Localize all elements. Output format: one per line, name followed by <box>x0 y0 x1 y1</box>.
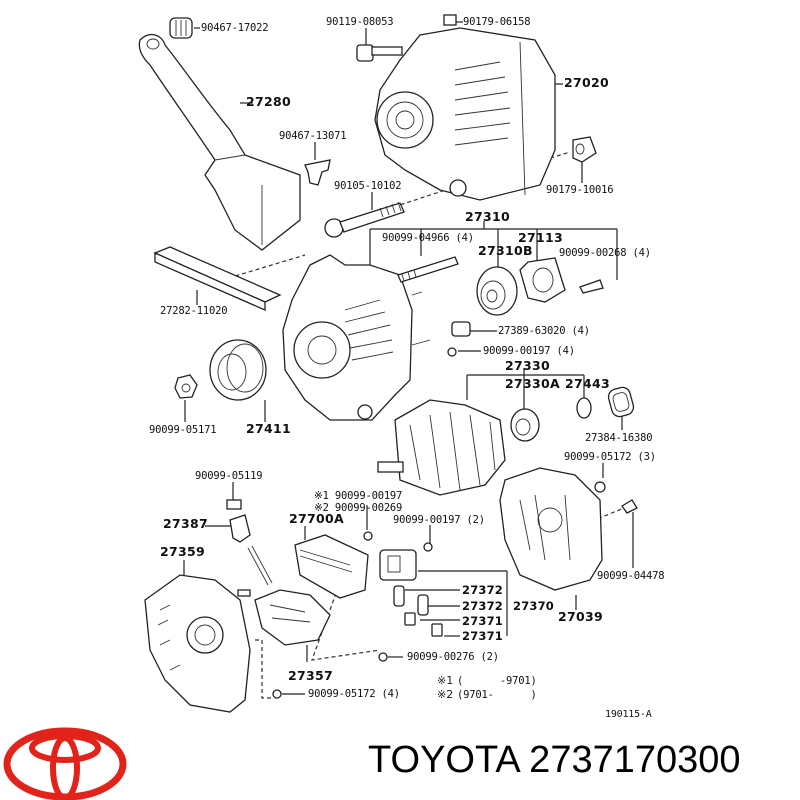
screw-90099-04478 <box>621 499 638 514</box>
insulator-27389-63020 <box>451 321 471 337</box>
exploded-view-illustration <box>138 14 638 713</box>
part-label: 27280 <box>246 94 291 109</box>
part-label: 90099-05171 <box>149 424 217 436</box>
part-label: 27443 <box>565 376 610 391</box>
part-label: 90099-00268 (4) <box>559 247 651 259</box>
rotor-27330 <box>377 399 506 496</box>
screw-90099-00268 <box>579 279 604 294</box>
bolt-90105-10102 <box>324 201 405 238</box>
screw-90099-00197 <box>447 347 457 357</box>
part-label-note2: ※2 90099-00269 <box>314 502 403 514</box>
part-label: 27371 <box>462 629 504 643</box>
brush-holder-27370 <box>379 549 417 581</box>
diagram-reference-code: 190115-A <box>605 709 652 720</box>
nut-90099-05172-3 <box>594 481 606 493</box>
rear-cover-27039 <box>499 467 603 591</box>
part-label: 27039 <box>558 609 603 624</box>
note-range-2: (9701- ) <box>457 689 537 701</box>
part-label: 27282-11020 <box>160 305 228 317</box>
part-label: 90099-05119 <box>195 470 263 482</box>
part-label: 90179-10016 <box>546 184 614 196</box>
nut-90099-05171 <box>174 374 198 399</box>
screw-90099-00197-00269 <box>363 531 373 541</box>
product-title: TOYOTA 2737170300 <box>368 739 741 781</box>
part-label: 27330A <box>505 376 560 391</box>
part-label: 90467-13071 <box>279 130 347 142</box>
part-label: 90179-06158 <box>463 16 531 28</box>
bearing-27310B <box>476 266 518 316</box>
part-label: 90099-04478 <box>597 570 665 582</box>
leader-lines <box>183 21 634 695</box>
part-label-group: 27330 <box>505 358 550 373</box>
springs-27372 <box>393 585 429 616</box>
part-label: 90099-05172 (4) <box>308 688 400 700</box>
bolt-90119-08053 <box>356 44 403 62</box>
part-label: 27700A <box>289 511 344 526</box>
part-label: 90099-00197 (4) <box>483 345 575 357</box>
alternator-assembly-27020 <box>374 27 556 201</box>
part-label: 27384-16380 <box>585 432 653 444</box>
stud-90099-04966 <box>397 256 459 283</box>
clip-90467-13071 <box>304 159 331 186</box>
ring-27443 <box>576 397 592 419</box>
clip-90467-17022 <box>169 17 193 39</box>
part-label: 27310B <box>478 243 533 258</box>
note-range-1: ( -9701) <box>457 675 537 687</box>
part-label-note1: ※1 90099-00197 <box>314 490 403 502</box>
part-label: 27387 <box>163 516 208 531</box>
rectifier-end-frame-27359 <box>144 574 251 713</box>
part-label: 90119-08053 <box>326 16 394 28</box>
nut-90099-05172-4 <box>272 689 282 699</box>
part-label: 90099-04966 (4) <box>382 232 474 244</box>
terminal-insulator-27387 <box>229 514 273 586</box>
nut-90179-10016 <box>572 136 597 163</box>
rectifier-holder-27357 <box>254 589 331 646</box>
part-label: 27372 <box>462 583 504 597</box>
screw-90099-00197-2 <box>423 542 433 552</box>
part-label: 90105-10102 <box>334 180 402 192</box>
part-label: 27389-63020 (4) <box>498 325 590 337</box>
pulley-27411 <box>209 339 267 401</box>
brushes-27371 <box>404 612 443 637</box>
part-label: 27371 <box>462 614 504 628</box>
nut-90099-05119 <box>226 499 242 510</box>
note-mark-2: ※2 <box>437 688 454 701</box>
part-label: 90099-00197 (2) <box>393 514 485 526</box>
nut-90179-06158 <box>443 14 457 26</box>
cover-27384-16380 <box>607 386 635 418</box>
note-mark-1: ※1 <box>437 674 454 687</box>
toyota-logo-icon <box>3 727 127 800</box>
part-label: 90099-05172 (3) <box>564 451 656 463</box>
part-label: 27411 <box>246 421 291 436</box>
part-label: 27372 <box>462 599 504 613</box>
part-label: 27020 <box>564 75 609 90</box>
part-label: 90467-17022 <box>201 22 269 34</box>
retainer-plate-27113 <box>519 257 566 303</box>
regulator-27700A <box>294 534 369 599</box>
v-belt-27282-11020 <box>153 246 282 311</box>
part-label-group: 27370 <box>513 599 555 613</box>
adjusting-bar-27280 <box>138 33 301 251</box>
part-label: 90099-00276 (2) <box>407 651 499 663</box>
alternator-drive-frame <box>282 254 431 421</box>
part-label: 27357 <box>288 668 333 683</box>
part-label: 27113 <box>518 230 563 245</box>
bearing-27330A <box>510 408 540 442</box>
part-label: 27359 <box>160 544 205 559</box>
screw-90099-00276 <box>378 652 388 662</box>
part-label-group: 27310 <box>465 209 510 224</box>
